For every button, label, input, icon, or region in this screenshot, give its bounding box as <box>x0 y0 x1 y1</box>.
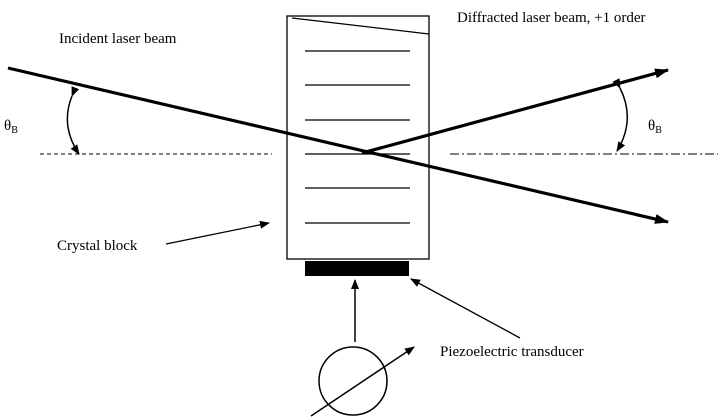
crystal-pointer-arrow <box>165 220 270 245</box>
variable-arrow-icon <box>310 346 415 417</box>
crystal-top-corner-line <box>291 17 430 35</box>
crystal-block <box>286 15 430 260</box>
right-bragg-angle-arc <box>612 78 629 152</box>
transducer-bar <box>305 261 409 276</box>
acoustic-wavefronts <box>305 50 410 224</box>
crystal-block-label: Crystal block <box>57 238 138 254</box>
right-bragg-angle-label: θB <box>648 118 662 136</box>
incident-beam-label: Incident laser beam <box>59 31 177 47</box>
incident-beam <box>7 66 669 224</box>
right-theta-symbol: θ <box>648 118 655 134</box>
transducer-pointer-arrow <box>410 278 521 339</box>
left-bragg-angle-label: θB <box>4 118 18 136</box>
left-theta-subscript: B <box>11 125 18 136</box>
crystal-outline <box>286 15 430 260</box>
diffracted-beam-label: Diffracted laser beam, +1 order <box>457 10 646 26</box>
transducer-label: Piezoelectric transducer <box>440 344 584 360</box>
left-bragg-angle-arc <box>66 86 80 155</box>
rf-source <box>310 346 415 417</box>
rf-source-circle <box>318 346 388 416</box>
right-theta-subscript: B <box>655 125 662 136</box>
left-theta-symbol: θ <box>4 118 11 134</box>
